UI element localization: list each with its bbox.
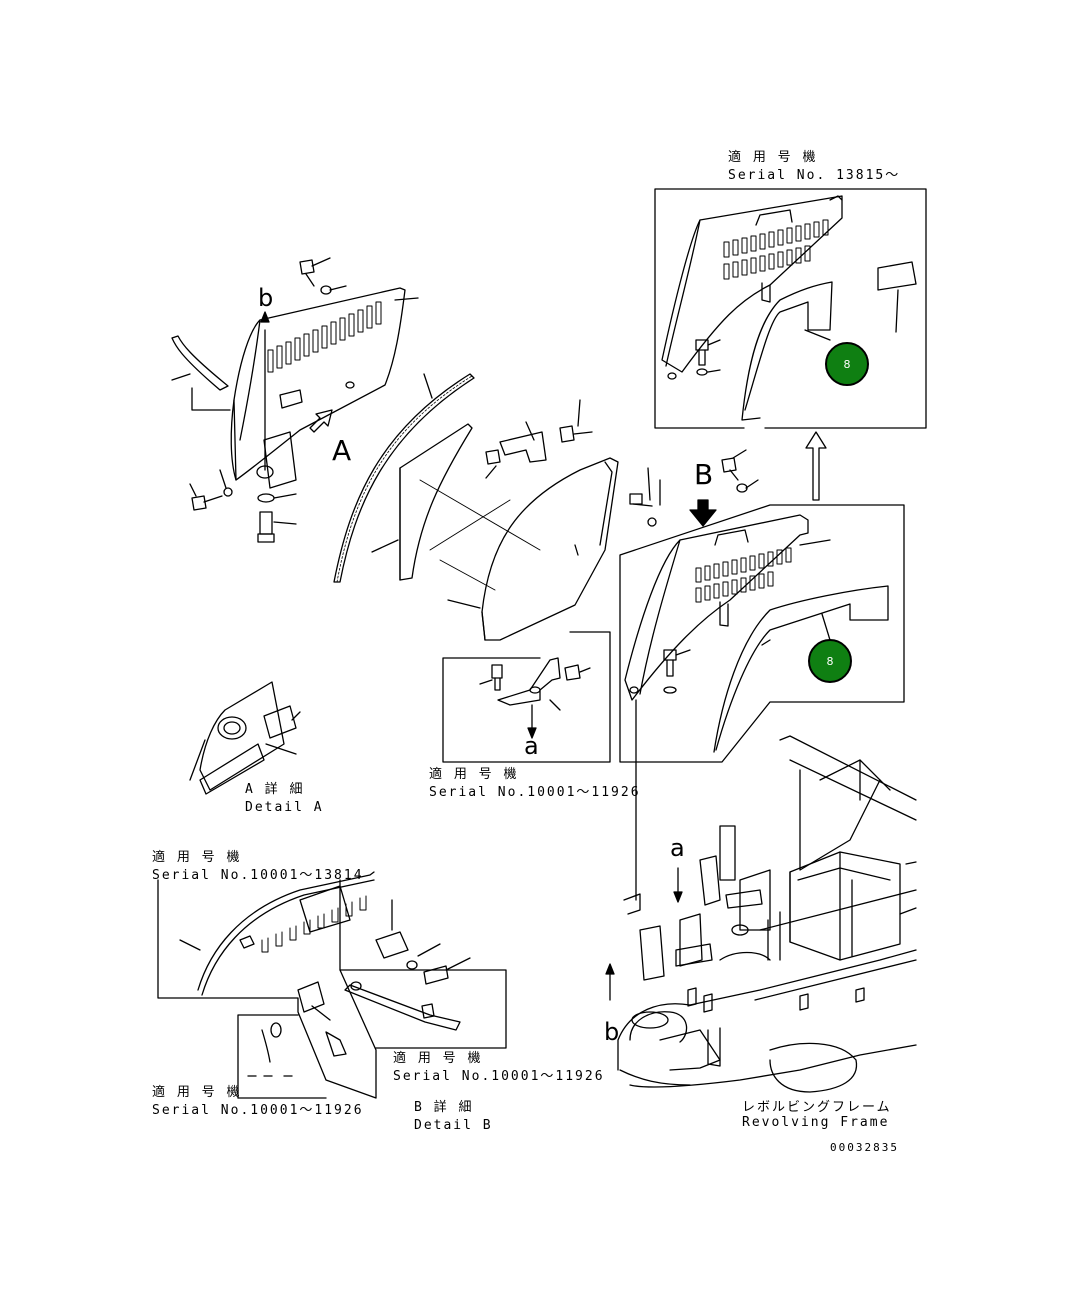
- serial-mid-jp: 適 用 号 機: [429, 767, 519, 782]
- inset-serial-13815: [654, 188, 927, 429]
- serial-left-jp: 適 用 号 機: [152, 850, 242, 865]
- rubber-strip: [333, 373, 475, 583]
- detail-a-jp: A 詳 細: [245, 782, 305, 797]
- marker-a-lower: a: [524, 732, 539, 760]
- inset-serial-mid: [442, 631, 611, 763]
- inner-panels: [371, 399, 619, 641]
- main-cover-left: [171, 257, 419, 543]
- inset-b: [619, 504, 905, 763]
- detail-b-jp: B 詳 細: [414, 1100, 474, 1115]
- serial-b2-en: Serial No.10001～11926: [152, 1103, 364, 1118]
- drawing-number: 00032835: [830, 1141, 899, 1154]
- serial-b1-jp: 適 用 号 機: [393, 1051, 483, 1066]
- marker-b-upper: b: [258, 284, 274, 312]
- inset-b-detail: [237, 969, 507, 1099]
- serial-mid-en: Serial No.10001～11926: [429, 785, 641, 800]
- serial-left-en: Serial No.10001～13814: [152, 868, 364, 883]
- callout-8-top[interactable]: 8: [825, 342, 869, 386]
- detail-a-en: Detail A: [245, 800, 324, 815]
- inset-serial-left: [157, 871, 471, 1099]
- b-arrow: [689, 499, 717, 527]
- callout-8-middle[interactable]: 8: [808, 639, 852, 683]
- marker-b-label: B: [694, 458, 714, 491]
- marker-b-frame: b: [604, 1018, 620, 1046]
- revolving-frame: [605, 699, 917, 1093]
- detail-b-en: Detail B: [414, 1118, 493, 1133]
- serial-b1-en: Serial No.10001～11926: [393, 1069, 605, 1084]
- serial-top-jp: 適 用 号 機: [728, 150, 818, 165]
- frame-jp: レボルビングフレーム: [742, 1100, 892, 1115]
- bolt-group-b: [629, 449, 759, 527]
- serial-top-en: Serial No. 13815～: [728, 168, 901, 183]
- frame-en: Revolving Frame: [742, 1115, 890, 1130]
- marker-a-label: A: [332, 434, 352, 467]
- detail-a-drawing: [189, 681, 301, 795]
- up-arrow: [805, 431, 827, 501]
- marker-a-frame: a: [670, 834, 685, 862]
- serial-b2-jp: 適 用 号 機: [152, 1085, 242, 1100]
